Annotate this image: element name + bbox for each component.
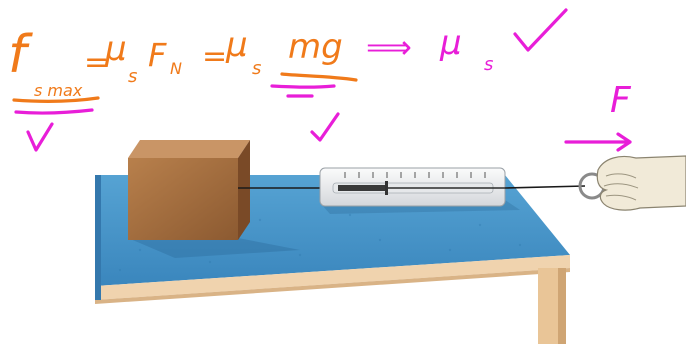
mg-underline: [282, 74, 356, 80]
result-mu: μ: [439, 23, 462, 63]
scale-pointer: [385, 181, 388, 195]
mg-underline-2: [272, 86, 334, 87]
force-label: F: [610, 80, 632, 121]
equals-sign-2: =: [202, 39, 227, 74]
arrow-icon: [566, 134, 630, 150]
result-subscript: s: [484, 54, 493, 75]
mg-term: mg: [288, 27, 343, 67]
normal-force-subscript: N: [170, 59, 182, 78]
checkmark-icon-mg: [312, 114, 338, 140]
block-top: [128, 140, 250, 158]
hand-shape: [597, 156, 686, 210]
mu-subscript-2: s: [252, 58, 261, 79]
table-leg-shade: [558, 268, 566, 344]
checkmark-icon: [515, 10, 566, 50]
normal-force-symbol: F: [148, 36, 167, 74]
block-front: [128, 158, 238, 240]
friction-symbol: f: [8, 25, 33, 85]
equation-orange: f s max = μ s F N = μ s mg: [8, 25, 356, 101]
checkmark-icon-fsmax: [28, 124, 52, 150]
scale-spring: [338, 185, 388, 191]
spring-scale: [320, 168, 520, 214]
table-left-edge: [95, 175, 101, 300]
mu-symbol-2: μ: [225, 25, 248, 65]
hand-icon: [580, 156, 686, 210]
mu-subscript-1: s: [128, 66, 137, 87]
mu-symbol-1: μ: [104, 29, 127, 69]
fsmax-underline-2: [16, 110, 92, 113]
friction-subscript: s max: [34, 81, 83, 100]
pull-string: [505, 186, 585, 188]
implies-arrow: ⟹: [366, 28, 412, 66]
